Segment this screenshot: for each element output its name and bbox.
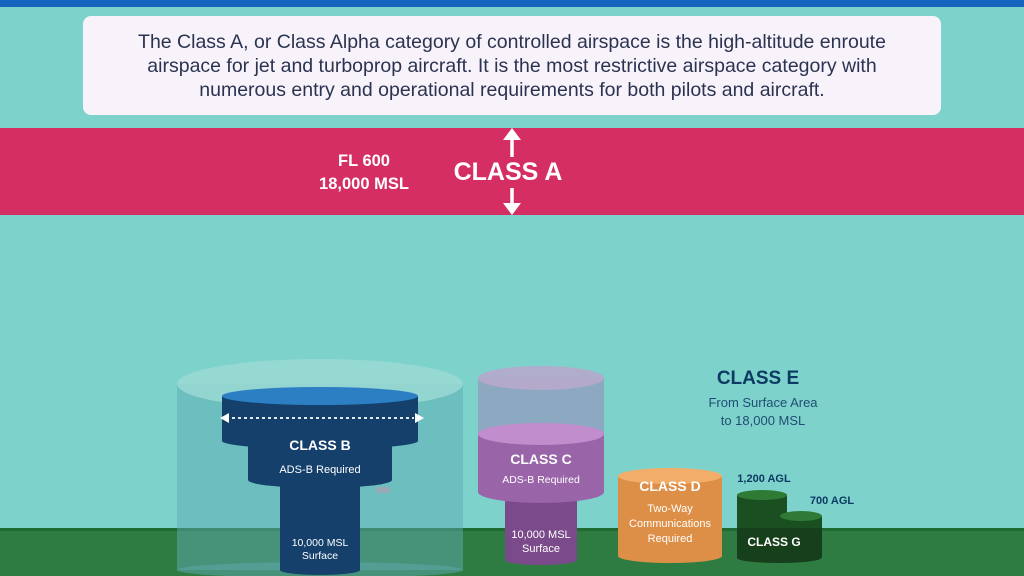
description-box: The Class A, or Class Alpha category of …: [83, 16, 941, 115]
class-a-upper-limit: FL 600: [338, 152, 390, 170]
class-b-marker: [376, 487, 390, 493]
class-c-title: CLASS C: [510, 451, 572, 467]
class-e-line1: From Surface Area: [708, 395, 818, 410]
class-d-requirement-line2: Communications: [629, 518, 711, 530]
class-d-title: CLASS D: [639, 478, 701, 494]
class-a-altitude-label: FL 600 18,000 MSL: [300, 150, 428, 196]
class-g-agl-high: 1,200 AGL: [737, 473, 791, 485]
class-d-cylinder: [618, 468, 722, 563]
class-a-lower-limit: 18,000 MSL: [319, 175, 409, 193]
class-c-floor: Surface: [522, 543, 560, 555]
down-arrow-icon: [503, 188, 521, 215]
class-g-structure: [737, 490, 822, 563]
class-b-title: CLASS B: [289, 437, 351, 453]
class-a-title: CLASS A: [453, 158, 563, 186]
description-text: The Class A, or Class Alpha category of …: [138, 30, 886, 101]
up-arrow-icon: [503, 128, 521, 157]
class-e-title: CLASS E: [716, 368, 800, 389]
top-bar: [0, 0, 1024, 7]
class-b-inner-structure: [222, 387, 418, 575]
class-b-requirement: ADS-B Required: [279, 464, 361, 476]
class-c-requirement: ADS-B Required: [502, 474, 580, 486]
class-g-title: CLASS G: [747, 535, 801, 549]
class-c-ceiling: 10,000 MSL: [511, 529, 571, 541]
class-b-width-arrow: [220, 413, 424, 423]
class-d-requirement-line3: Required: [647, 533, 693, 545]
class-d-requirement-line1: Two-Way: [647, 503, 693, 515]
class-c-structure: [478, 366, 604, 565]
class-b-ceiling: 10,000 MSL: [291, 537, 349, 549]
class-b-floor: Surface: [301, 550, 339, 562]
class-e-line2: to 18,000 MSL: [720, 413, 806, 428]
class-g-agl-low: 700 AGL: [809, 495, 855, 507]
